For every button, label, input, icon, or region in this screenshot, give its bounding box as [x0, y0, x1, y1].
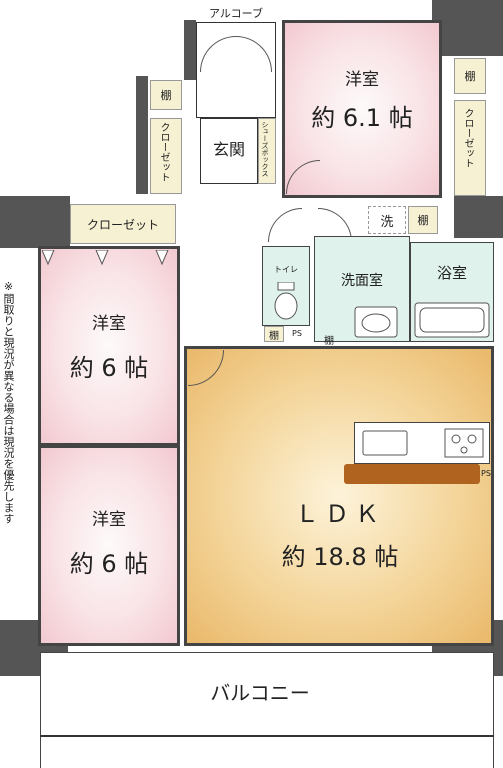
ps-kitchen: PS: [481, 469, 491, 478]
shelf-top-right: 棚: [454, 58, 486, 94]
wall-block-entry-top: [184, 20, 196, 80]
room-bath-label: 浴室: [436, 264, 467, 282]
wall-block-top-right: [432, 0, 503, 56]
balcony-label: バルコニー: [210, 681, 310, 705]
room-western-bottom-size: 約 6 帖: [69, 550, 149, 578]
room-ldk-size: 約 18.8 帖: [281, 543, 399, 571]
room-toilet-label: トイレ: [274, 265, 298, 274]
room-ldk: [184, 346, 494, 646]
shoe-box: [258, 118, 276, 184]
closet-door-triangles: [41, 249, 176, 270]
shelf-toilet: 棚: [264, 326, 284, 342]
room-western-mid: [38, 246, 180, 446]
alcove-label: アルコーブ: [208, 7, 263, 20]
room-western-mid-size: 約 6 帖: [69, 354, 149, 382]
room-western-bottom-name: 洋室: [92, 510, 126, 530]
wall-block-left: [0, 196, 70, 248]
bathtub-icon: [414, 302, 490, 338]
sink-icon: [354, 306, 398, 338]
room-entrance-label: 玄関: [212, 140, 245, 159]
wall-block-entry-left: [136, 76, 148, 194]
kitchen-counter-lower: [344, 464, 480, 484]
room-western-bottom: [38, 446, 180, 646]
room-ldk-name: ＬＤＫ: [295, 500, 385, 528]
room-western-top-name: 洋室: [345, 70, 379, 90]
balcony: [40, 652, 494, 768]
wall-block-right: [454, 196, 503, 238]
shoe-box-label: シューズボックス: [261, 121, 269, 177]
kitchen-sink-icon: [362, 430, 408, 456]
washer-space: 洗: [368, 206, 406, 234]
shelf-washroom: 棚: [408, 206, 438, 234]
closet-right: [454, 100, 486, 196]
hall-door-arc-left: [268, 208, 302, 242]
room-entrance: [200, 118, 258, 184]
stove-icon: [444, 428, 484, 458]
shelf-upper-left: 棚: [150, 80, 182, 110]
toilet-fixture-icon: [272, 281, 300, 320]
closet-left: [150, 118, 182, 194]
closet-right-label: クローゼット: [462, 108, 473, 168]
balcony-rail: [40, 735, 494, 737]
disclaimer-note: ※間取りと現況が異なる場合は現況を優先します: [2, 280, 15, 524]
closet-top-left: クローゼット: [70, 204, 176, 244]
room-western-top-size: 約 6.1 帖: [311, 104, 413, 132]
room-washroom-label: 洗面室: [341, 273, 383, 289]
room-western-mid-name: 洋室: [92, 314, 126, 334]
shelf-ldk: 棚: [324, 335, 334, 347]
ps-toilet: PS: [292, 329, 302, 338]
closet-left-label: クローゼット: [158, 122, 169, 182]
